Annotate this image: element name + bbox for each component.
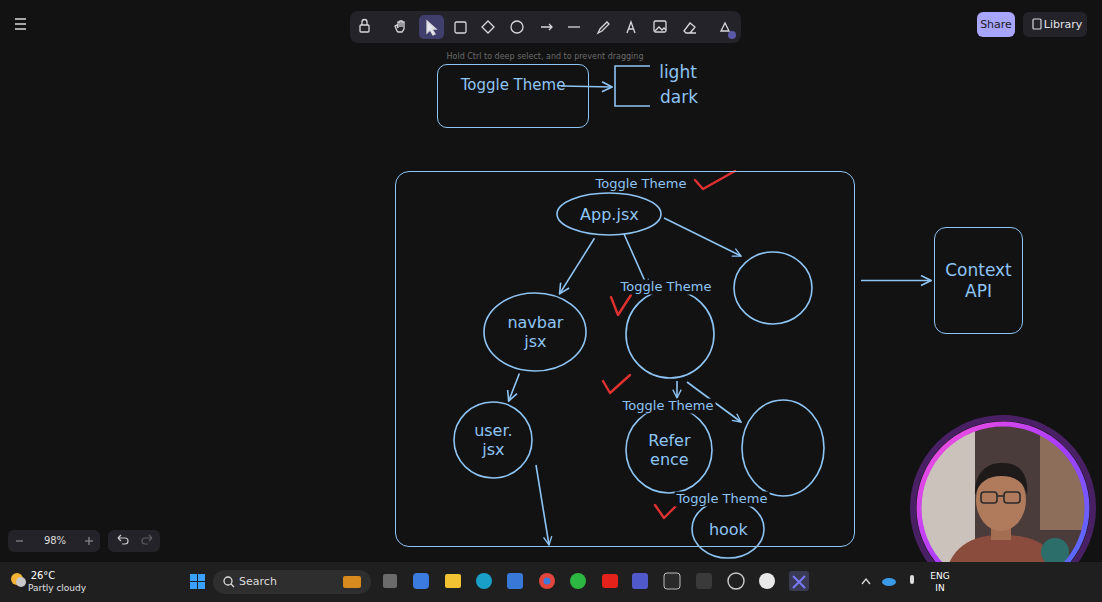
search-label: Search bbox=[239, 576, 277, 589]
choice-bracket bbox=[561, 66, 650, 106]
button-label: Share bbox=[980, 18, 1012, 31]
option-label: dark bbox=[660, 88, 698, 108]
language-label: ENG bbox=[930, 571, 949, 581]
annotation-label: Toggle Theme bbox=[594, 177, 689, 192]
menu-icon bbox=[15, 19, 26, 29]
undo-redo-icons bbox=[118, 535, 152, 544]
toolbar bbox=[350, 11, 741, 43]
connector-arrow bbox=[509, 374, 520, 402]
library-icon bbox=[1033, 19, 1041, 29]
share-button bbox=[977, 12, 1015, 37]
option-label: light bbox=[659, 63, 697, 83]
zoom-panel bbox=[8, 530, 100, 552]
connector-arrow bbox=[861, 280, 931, 282]
node-label: navbar jsx bbox=[507, 313, 563, 351]
component-tree-frame: App.jsx navbar jsx user. jsx Refer ence hook bbox=[395, 171, 855, 547]
node-label: Refer ence bbox=[648, 431, 690, 469]
weather-text: Partly cloudy bbox=[28, 583, 86, 593]
node-label: hook bbox=[709, 520, 748, 539]
zoom-level: 98% bbox=[44, 535, 66, 547]
component-node: Refer ence bbox=[625, 406, 713, 494]
button-label: Library bbox=[1044, 18, 1082, 31]
component-node: navbar jsx bbox=[483, 292, 587, 372]
node-label: App.jsx bbox=[580, 205, 639, 224]
annotation-label: Toggle Theme bbox=[619, 280, 714, 295]
node-label: Context API bbox=[945, 260, 1012, 301]
hook-node: hook bbox=[691, 499, 765, 559]
annotation-label: Toggle Theme bbox=[621, 399, 716, 414]
undo-panel bbox=[108, 530, 160, 552]
node-label: user. jsx bbox=[474, 421, 513, 459]
hint-text: Hold Ctrl to deep select, and to prevent… bbox=[447, 52, 644, 61]
temperature: 26°C bbox=[31, 570, 56, 582]
taskbar bbox=[0, 562, 1102, 602]
region-label: IN bbox=[935, 583, 944, 593]
component-node: user. jsx bbox=[453, 401, 533, 479]
process-box: Toggle Theme bbox=[437, 64, 589, 128]
node-label: Toggle Theme bbox=[461, 76, 566, 94]
annotation-label: Toggle Theme bbox=[675, 492, 770, 507]
library-button bbox=[1023, 12, 1087, 37]
connector-arrow bbox=[560, 238, 595, 294]
context-api-box: Context API bbox=[934, 227, 1023, 334]
component-node: App.jsx bbox=[556, 192, 662, 236]
